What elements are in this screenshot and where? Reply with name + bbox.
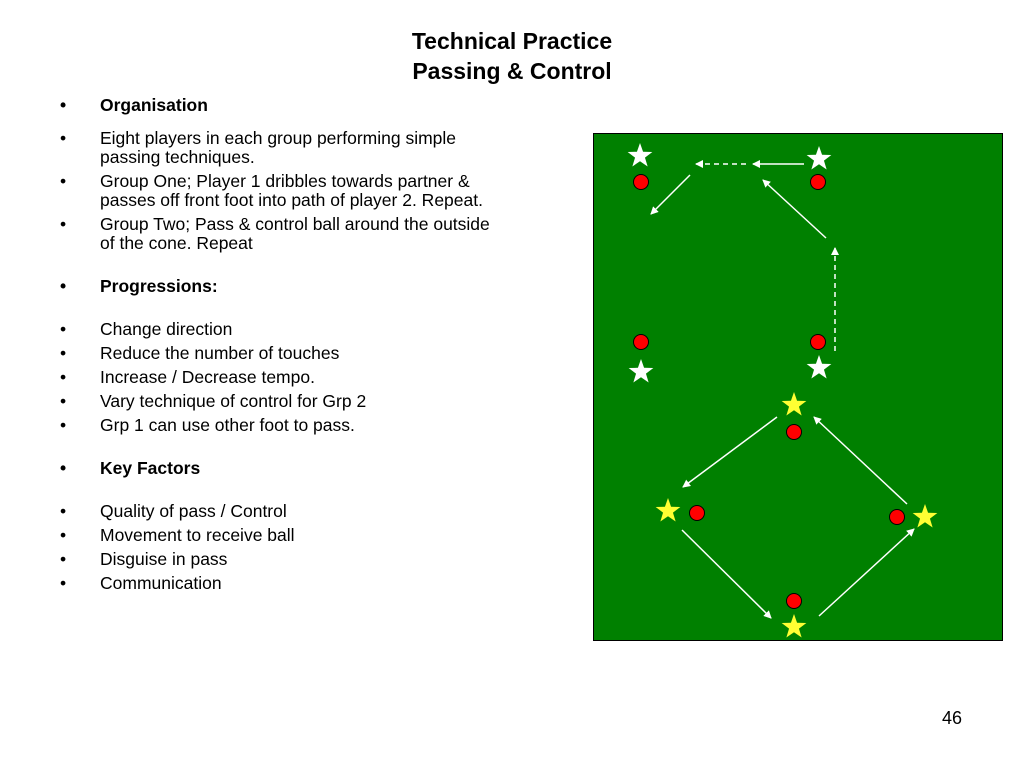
bullet-dot: • (60, 415, 67, 435)
bullet-item: • Increase / Decrease tempo. (60, 368, 500, 387)
pitch-diagram (593, 133, 1003, 641)
bullet-dot: • (60, 549, 67, 569)
bullet-heading-organisation: • Organisation (60, 96, 500, 115)
pass-arrow (762, 179, 827, 239)
bullet-item: • Quality of pass / Control (60, 502, 500, 521)
bullet-dot: • (60, 319, 67, 339)
cone-circle-icon (889, 509, 905, 525)
pass-arrow (681, 529, 772, 619)
cone-circle-icon (633, 334, 649, 350)
bullet-text: Eight players in each group performing s… (100, 128, 457, 167)
bullet-list: • Organisation • Eight players in each gro… (60, 96, 500, 598)
bullet-dot: • (60, 276, 67, 296)
bullet-item: • Eight players in each group performing … (60, 129, 500, 167)
bullet-item: • Group Two; Pass & control ball around t… (60, 215, 500, 253)
pitch (593, 133, 1003, 641)
bullet-heading-progressions: • Progressions: (60, 277, 500, 296)
bullet-dot: • (60, 171, 67, 191)
cone-circle-icon (786, 424, 802, 440)
bullet-item: • Communication (60, 574, 500, 593)
bullet-dot: • (60, 343, 67, 363)
bullet-text: Quality of pass / Control (100, 501, 287, 521)
bullet-text: Disguise in pass (100, 549, 228, 569)
bullet-item: • Disguise in pass (60, 550, 500, 569)
title-line-2: Passing & Control (412, 58, 612, 84)
bullet-dot: • (60, 367, 67, 387)
title-line-1: Technical Practice (411, 28, 613, 54)
bullet-heading-key-factors: • Key Factors (60, 459, 500, 478)
bullet-dot: • (60, 458, 67, 478)
bullet-dot: • (60, 573, 67, 593)
cone-circle-icon (689, 505, 705, 521)
page-number: 46 (941, 708, 962, 728)
pass-arrow (682, 416, 778, 488)
bullet-dot: • (60, 214, 67, 234)
bullet-text: Organisation (100, 95, 208, 115)
cone-circle-icon (810, 174, 826, 190)
cone-circle-icon (810, 334, 826, 350)
bullet-text: Increase / Decrease tempo. (100, 367, 315, 387)
bullet-item: • Vary technique of control for Grp 2 (60, 392, 500, 411)
pass-arrow (818, 528, 915, 617)
cone-circle-icon (633, 174, 649, 190)
bullet-item: • Change direction (60, 320, 500, 339)
bullet-text: Group One; Player 1 dribbles towards par… (100, 171, 483, 210)
bullet-text: Key Factors (100, 458, 201, 478)
bullet-text: Group Two; Pass & control ball around th… (100, 214, 490, 253)
bullet-text: Reduce the number of touches (100, 343, 340, 363)
bullet-text: Grp 1 can use other foot to pass. (100, 415, 355, 435)
bullet-dot: • (60, 128, 67, 148)
cone-circle-icon (786, 593, 802, 609)
pass-arrow (650, 174, 691, 215)
bullet-dot: • (60, 391, 67, 411)
bullet-item: • Movement to receive ball (60, 526, 500, 545)
bullet-text: Change direction (100, 319, 233, 339)
bullet-text: Vary technique of control for Grp 2 (100, 391, 367, 411)
bullet-text: Movement to receive ball (100, 525, 295, 545)
bullet-text: Communication (100, 573, 222, 593)
bullet-item: • Grp 1 can use other foot to pass. (60, 416, 500, 435)
bullet-item: • Group One; Player 1 dribbles towards pa… (60, 172, 500, 210)
pass-arrow (813, 416, 908, 505)
bullet-dot: • (60, 501, 67, 521)
bullet-item: • Reduce the number of touches (60, 344, 500, 363)
bullet-text: Progressions: (100, 276, 218, 296)
bullet-dot: • (60, 95, 67, 115)
bullet-dot: • (60, 525, 67, 545)
slide-title: Technical Practice Passing & Control (0, 26, 1024, 86)
